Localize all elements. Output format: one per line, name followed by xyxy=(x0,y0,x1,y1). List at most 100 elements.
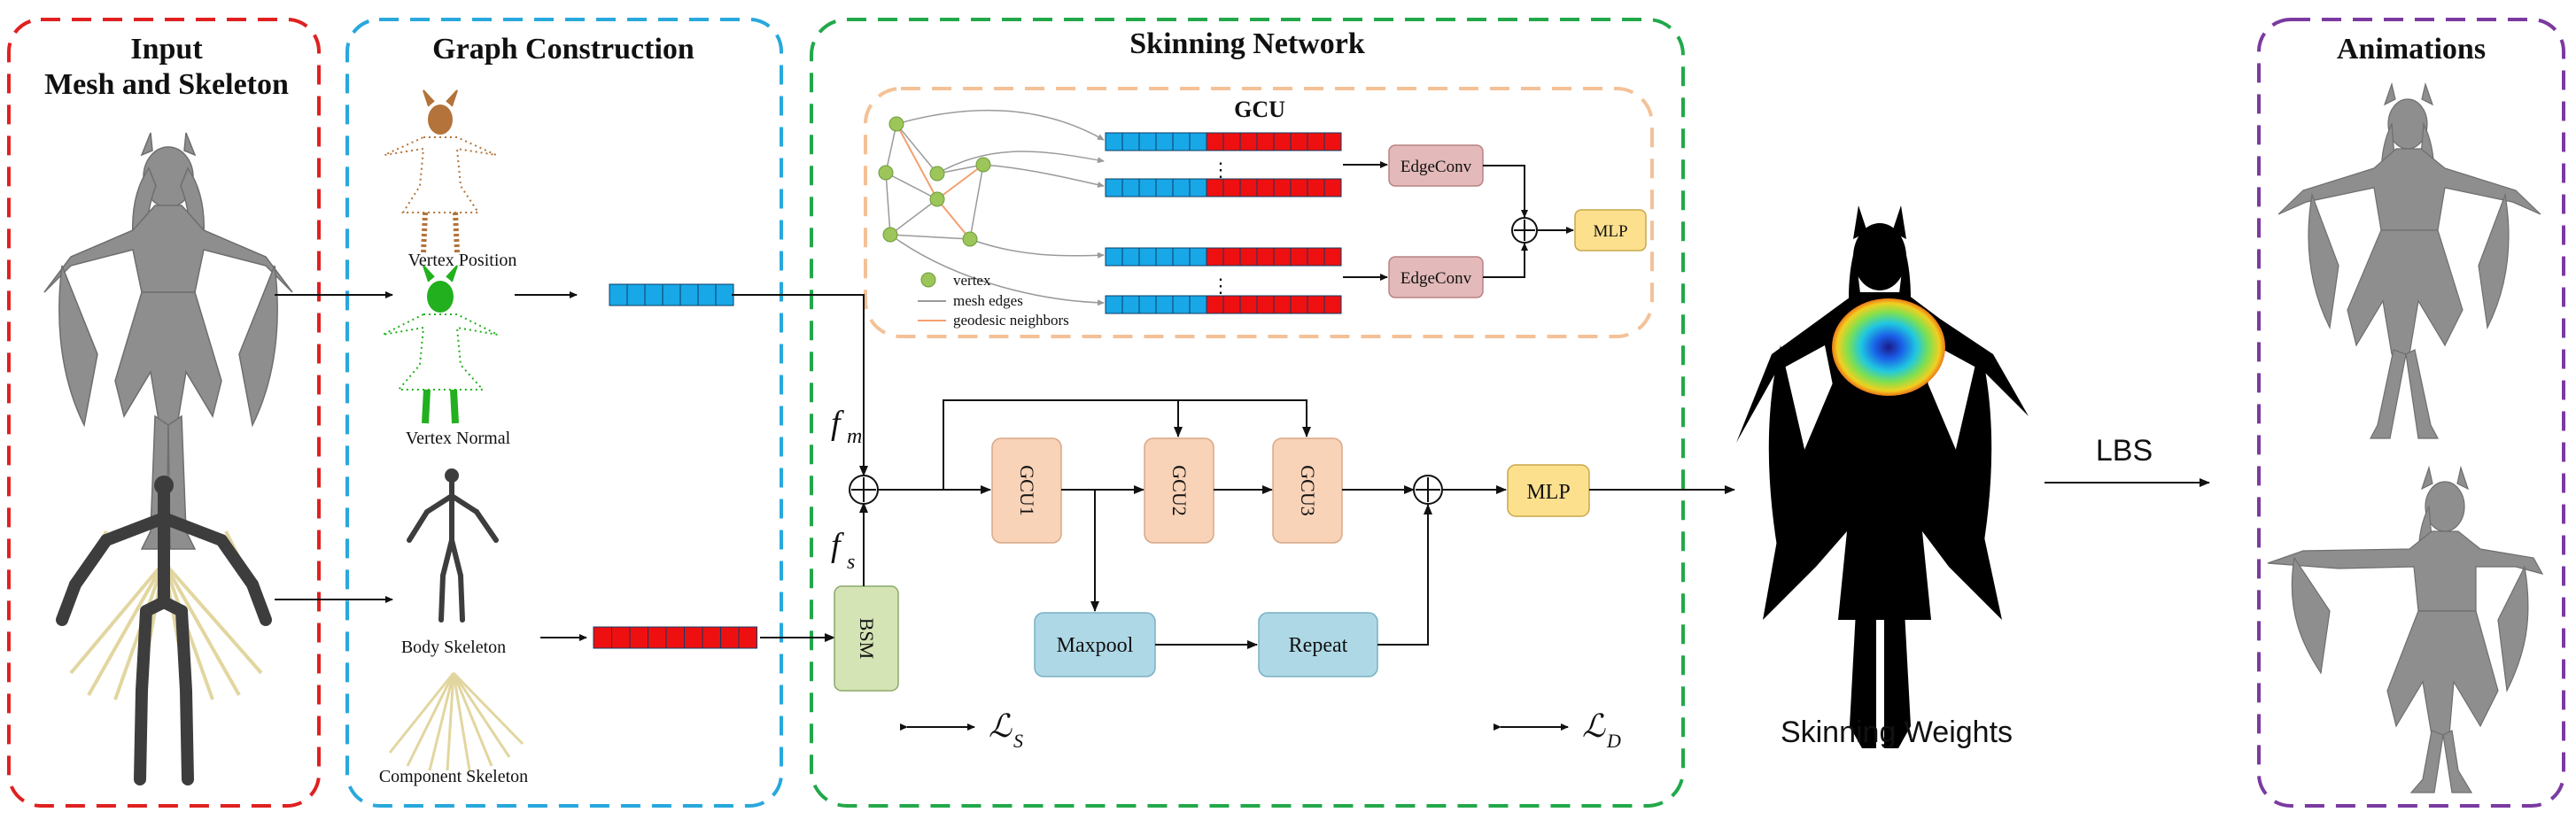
gcu-feature-cell xyxy=(1138,295,1157,314)
gcu-feature-cell xyxy=(1172,132,1191,151)
gcu-feature-cell xyxy=(1239,132,1258,151)
gcu-feature-cell xyxy=(1273,132,1292,151)
edge-repeat-to-sum xyxy=(1377,504,1432,646)
gcu-feature-cell xyxy=(1323,247,1342,267)
gcu-feature-cell xyxy=(1290,178,1308,197)
gcu-feature-cell xyxy=(1189,178,1207,197)
gcu-feature-cell xyxy=(1138,247,1157,267)
skinning-network-panel xyxy=(810,18,1685,808)
loss-s-sub: S xyxy=(1013,730,1023,752)
gcu-feature-cell xyxy=(1256,178,1275,197)
gcu-feature-cell xyxy=(1256,132,1275,151)
gcu-feature-cell xyxy=(1222,178,1241,197)
fm-base: f xyxy=(831,405,844,442)
gcu-feature-cell xyxy=(1290,132,1308,151)
feature-cell xyxy=(611,626,631,649)
fs-sub: s xyxy=(847,551,855,574)
gcu-ellipsis-bottom: ⋮ xyxy=(1211,275,1230,297)
gcu-feature-cell xyxy=(1172,247,1191,267)
mesh-feature-vector xyxy=(609,283,734,306)
gcu-feature-cell xyxy=(1273,178,1292,197)
gcu-feature-cell xyxy=(1105,132,1123,151)
gcu1-block: GCU1 xyxy=(991,437,1062,544)
gcu-feature-cell xyxy=(1206,247,1224,267)
gcu-panel xyxy=(864,87,1654,338)
gcu-feature-cell xyxy=(1138,132,1157,151)
input-character-mesh xyxy=(43,132,293,550)
gcu-feature-cell xyxy=(1206,132,1224,151)
gcu-feature-cell xyxy=(1307,178,1325,197)
component-skeleton-figure xyxy=(388,671,524,771)
input-title-line2: Mesh and Skeleton xyxy=(44,68,289,101)
body-skeleton-figure xyxy=(407,468,499,623)
input-title-line1: Input xyxy=(130,33,203,66)
gcu3-label: GCU3 xyxy=(1297,465,1319,515)
skinning-weights-heatmap xyxy=(1832,298,1945,396)
feature-cell xyxy=(738,626,757,649)
skip-sum-to-gcu3 xyxy=(1178,399,1311,437)
fm-sub: m xyxy=(847,425,862,448)
gcu-feature-cell xyxy=(1239,178,1258,197)
edgeconv-top-label: EdgeConv xyxy=(1401,158,1472,176)
gcu-feature-cell xyxy=(1222,247,1241,267)
gcu-graph-illustration xyxy=(878,109,1105,306)
animations-title: Animations xyxy=(2337,33,2486,66)
feature-cell xyxy=(648,626,667,649)
loss-s-label: ℒ S xyxy=(989,708,1023,752)
gcu-feature-cell xyxy=(1206,295,1224,314)
body-skeleton-label: Body Skeleton xyxy=(401,638,506,657)
maxpool-block: Maxpool xyxy=(1034,612,1156,677)
animation-pose-1 xyxy=(2277,81,2541,439)
gcu-feature-cell xyxy=(1222,132,1241,151)
feature-cell xyxy=(662,283,681,306)
gcu-feature-cell xyxy=(1307,132,1325,151)
gcu-feature-cell xyxy=(1155,132,1174,151)
gcu2-label: GCU2 xyxy=(1168,465,1191,515)
loss-d-sub: D xyxy=(1606,730,1621,752)
gcu2-block: GCU2 xyxy=(1144,437,1214,544)
edgeconv-block-bottom: EdgeConv xyxy=(1388,256,1484,298)
skinning-weights-label: Skinning Weights xyxy=(1781,716,2013,749)
repeat-label: Repeat xyxy=(1289,634,1348,657)
gcu-feature-cell xyxy=(1239,295,1258,314)
feature-cell xyxy=(715,283,734,306)
feature-cell xyxy=(629,626,648,649)
skinning-weights-figure xyxy=(1736,205,2029,748)
gcu-feature-cell xyxy=(1172,178,1191,197)
gcu-feature-cell xyxy=(1222,295,1241,314)
gcu-mlp-label: MLP xyxy=(1593,222,1627,241)
gcu-feature-cell xyxy=(1307,247,1325,267)
mlp-label: MLP xyxy=(1526,481,1570,504)
gcu-feature-cell xyxy=(1206,178,1224,197)
bsm-block: BSM xyxy=(834,585,899,692)
feature-cell xyxy=(609,283,628,306)
feature-cell xyxy=(626,283,646,306)
gcu-feature-cell xyxy=(1121,178,1140,197)
gcu-feature-cell xyxy=(1155,295,1174,314)
gcu-feature-cell xyxy=(1138,178,1157,197)
gcu-feature-cell xyxy=(1121,247,1140,267)
input-skeleton xyxy=(56,476,272,785)
gcu-feature-cell xyxy=(1155,247,1174,267)
gcu-feature-cell xyxy=(1172,295,1191,314)
feature-cell xyxy=(720,626,740,649)
gcu-feature-cell xyxy=(1105,247,1123,267)
loss-d-base: ℒ xyxy=(1582,708,1606,744)
graph-construction-panel xyxy=(345,18,783,808)
edgeconv-bottom-label: EdgeConv xyxy=(1401,269,1472,288)
edge-top-to-sum xyxy=(1483,165,1528,218)
vertex-normal-mesh xyxy=(382,265,499,424)
legend-vertex: vertex xyxy=(953,272,991,289)
repeat-block: Repeat xyxy=(1258,612,1378,677)
feature-cell xyxy=(665,626,685,649)
animations-panel xyxy=(2257,18,2565,808)
gcu-feature-cell xyxy=(1256,247,1275,267)
vertex-position-label: Vertex Position xyxy=(408,251,517,270)
feature-cell xyxy=(593,626,612,649)
gcu-feature-cell xyxy=(1105,178,1123,197)
gcu-feature-cell xyxy=(1121,132,1140,151)
gcu-feature-cell xyxy=(1273,247,1292,267)
gcu-feature-rows xyxy=(1105,132,1342,314)
gcu3-block: GCU3 xyxy=(1272,437,1343,544)
feature-cell xyxy=(702,626,721,649)
